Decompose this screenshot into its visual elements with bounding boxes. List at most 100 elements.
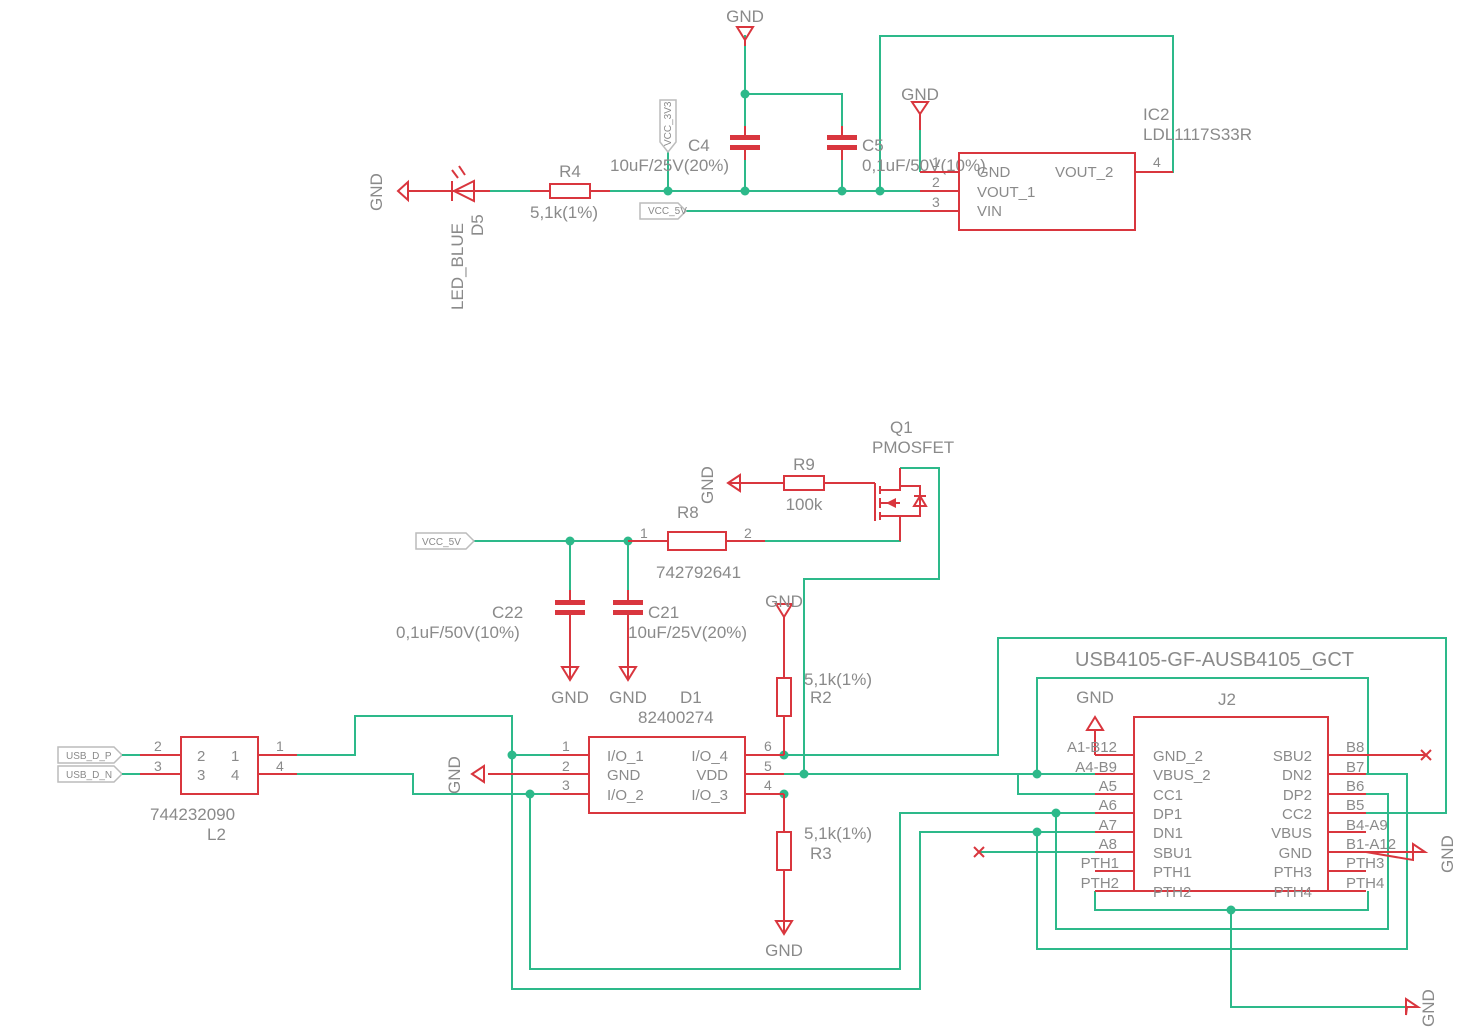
r2-name: R2 [810, 688, 832, 707]
d1-pin-number: 1 [562, 738, 570, 754]
ic2-pin-label: VIN [977, 203, 1002, 220]
port-vcc-3v3: VCC_3V3 [659, 99, 677, 154]
j2-pin-label: DN2 [1282, 767, 1312, 784]
ic2-pin-number: 2 [932, 174, 940, 190]
j2-pin-number: PTH4 [1346, 875, 1384, 892]
port-vcc-5v: VCC_5V [639, 202, 687, 220]
r9-value: 100k [786, 495, 823, 514]
mosfet-q1: Q1 PMOSFET [872, 418, 954, 541]
ic2-pin-label: VOUT_2 [1055, 164, 1113, 181]
j2-left-outer-labels: A1-B12 A4-B9 A5 A6 A7 A8 PTH1 PTH2 [1067, 739, 1119, 892]
inductor-r8: 1 2 R8 742792641 [628, 503, 765, 582]
port-usb-d-n-label: USB_D_N [66, 770, 112, 781]
j2-pin-label: PTH4 [1274, 884, 1312, 901]
d1-pin-number: 2 [562, 758, 570, 774]
j2-pin-number: PTH3 [1346, 855, 1384, 872]
c21-name: C21 [648, 603, 679, 622]
ic2-pin-label: VOUT_1 [977, 184, 1035, 201]
gnd-label: GND [765, 941, 803, 960]
ic2-name: IC2 [1143, 105, 1169, 124]
l2-pin-number: 3 [154, 758, 162, 774]
c5-name: C5 [862, 136, 884, 155]
gnd-label: GND [551, 688, 589, 707]
l2-pin-label: 1 [231, 748, 239, 765]
j2-pin-label: VBUS_2 [1153, 767, 1211, 784]
j2-name: J2 [1218, 690, 1236, 709]
led-d5: GND D5 LED_BLUE [367, 165, 490, 310]
resistor-r3: GND 5,1k(1%) R3 [765, 794, 872, 960]
j2-pin-label: CC2 [1282, 806, 1312, 823]
choke-l2: 2 3 1 4 2 1 3 4 744232090 L2 [122, 736, 297, 844]
ic2-pin-number: 4 [1153, 154, 1161, 170]
j2-right-outer-labels: B8 B7 B6 B5 B4-A9 B1-A12 PTH3 PTH4 [1346, 739, 1396, 892]
q1-value: PMOSFET [872, 438, 954, 457]
j2-pin-number: A7 [1099, 817, 1117, 834]
d1-pin-number: 6 [764, 738, 772, 754]
gnd-label: GND [901, 85, 939, 104]
r4-value: 5,1k(1%) [530, 203, 598, 222]
port-usb-d-p-label: USB_D_P [66, 751, 112, 762]
d1-pin-number: 4 [764, 777, 772, 793]
r2-value: 5,1k(1%) [804, 670, 872, 689]
j2-pin-label: SBU2 [1273, 748, 1312, 765]
l2-value: 744232090 [150, 805, 235, 824]
c4-name: C4 [688, 136, 710, 155]
gnd-label: GND [1438, 835, 1457, 873]
regulator-ic2: 1 2 3 4 GND VOUT_1 VIN VOUT_2 IC2 LDL111… [920, 105, 1252, 231]
l2-pin-label: 2 [197, 748, 205, 765]
ic2-pin-label: GND [977, 164, 1011, 181]
d1-name: D1 [680, 688, 702, 707]
j2-pin-label: GND [1279, 845, 1313, 862]
j2-pin-label: CC1 [1153, 787, 1183, 804]
j2-value: USB4105-GF-AUSB4105_GCT [1075, 649, 1354, 671]
gnd-label: GND [445, 756, 464, 794]
capacitor-c21: C21 10uF/25V(20%) GND [609, 590, 747, 707]
j2-pin-number: A8 [1099, 836, 1117, 853]
c21-value: 10uF/25V(20%) [628, 623, 747, 642]
ic2-value: LDL1117S33R [1143, 125, 1252, 144]
port-vcc-5v-label: VCC_5V [422, 537, 461, 548]
d1-pin-number: 3 [562, 777, 570, 793]
d5-name: D5 [468, 214, 487, 236]
j2-pin-label: SBU1 [1153, 845, 1192, 862]
d1-pin-label: VDD [696, 767, 728, 784]
ic2-pin-number: 3 [932, 194, 940, 210]
j2-pin-number: B7 [1346, 759, 1364, 776]
j2-pin-label: DP2 [1283, 787, 1312, 804]
usb-section: VCC_5V C22 0,1uF/50V(10%) GND C21 10uF/2… [57, 418, 1457, 1027]
l2-pin-label: 4 [231, 767, 239, 784]
l2-name: L2 [207, 825, 226, 844]
r8-pin-number: 2 [744, 525, 752, 541]
j2-pin-label: PTH2 [1153, 884, 1191, 901]
usb-connector-j2: USB4105-GF-AUSB4105_GCT J2 GND GND GND A… [973, 649, 1457, 1027]
port-usb-d-n: USB_D_N [57, 765, 124, 783]
j2-pin-number: PTH2 [1081, 875, 1119, 892]
j2-left-inner-labels: GND_2 VBUS_2 CC1 DP1 DN1 SBU1 PTH1 PTH2 [1153, 748, 1211, 901]
c22-value: 0,1uF/50V(10%) [396, 623, 520, 642]
gnd-label: GND [698, 466, 717, 504]
gnd-label: GND [726, 7, 764, 26]
j2-pin-label: VBUS [1271, 825, 1312, 842]
r8-value: 742792641 [656, 563, 741, 582]
c22-name: C22 [492, 603, 523, 622]
gnd-symbol: GND [726, 7, 764, 46]
capacitor-c22: C22 0,1uF/50V(10%) GND [396, 590, 589, 707]
r8-name: R8 [677, 503, 699, 522]
regulator-section: GND GND C4 10uF/25V(20%) C5 0,1uF/50V(10… [367, 7, 1252, 310]
gnd-label: GND [765, 592, 803, 611]
q1-name: Q1 [890, 418, 913, 437]
c5-value: 0,1uF/50V(10%) [862, 156, 986, 175]
j2-pin-number: A6 [1099, 797, 1117, 814]
l2-pin-number: 1 [276, 738, 284, 754]
j2-pin-number: B1-A12 [1346, 836, 1396, 853]
gnd-label: GND [1419, 989, 1438, 1027]
r3-value: 5,1k(1%) [804, 824, 872, 843]
r8-pin-number: 1 [640, 525, 648, 541]
j2-pin-label: PTH3 [1274, 864, 1312, 881]
port-usb-d-p: USB_D_P [57, 746, 124, 764]
d5-value: LED_BLUE [448, 223, 467, 310]
j2-pin-number: A5 [1099, 778, 1117, 795]
gnd-label: GND [367, 173, 386, 211]
j2-pin-label: DP1 [1153, 806, 1182, 823]
